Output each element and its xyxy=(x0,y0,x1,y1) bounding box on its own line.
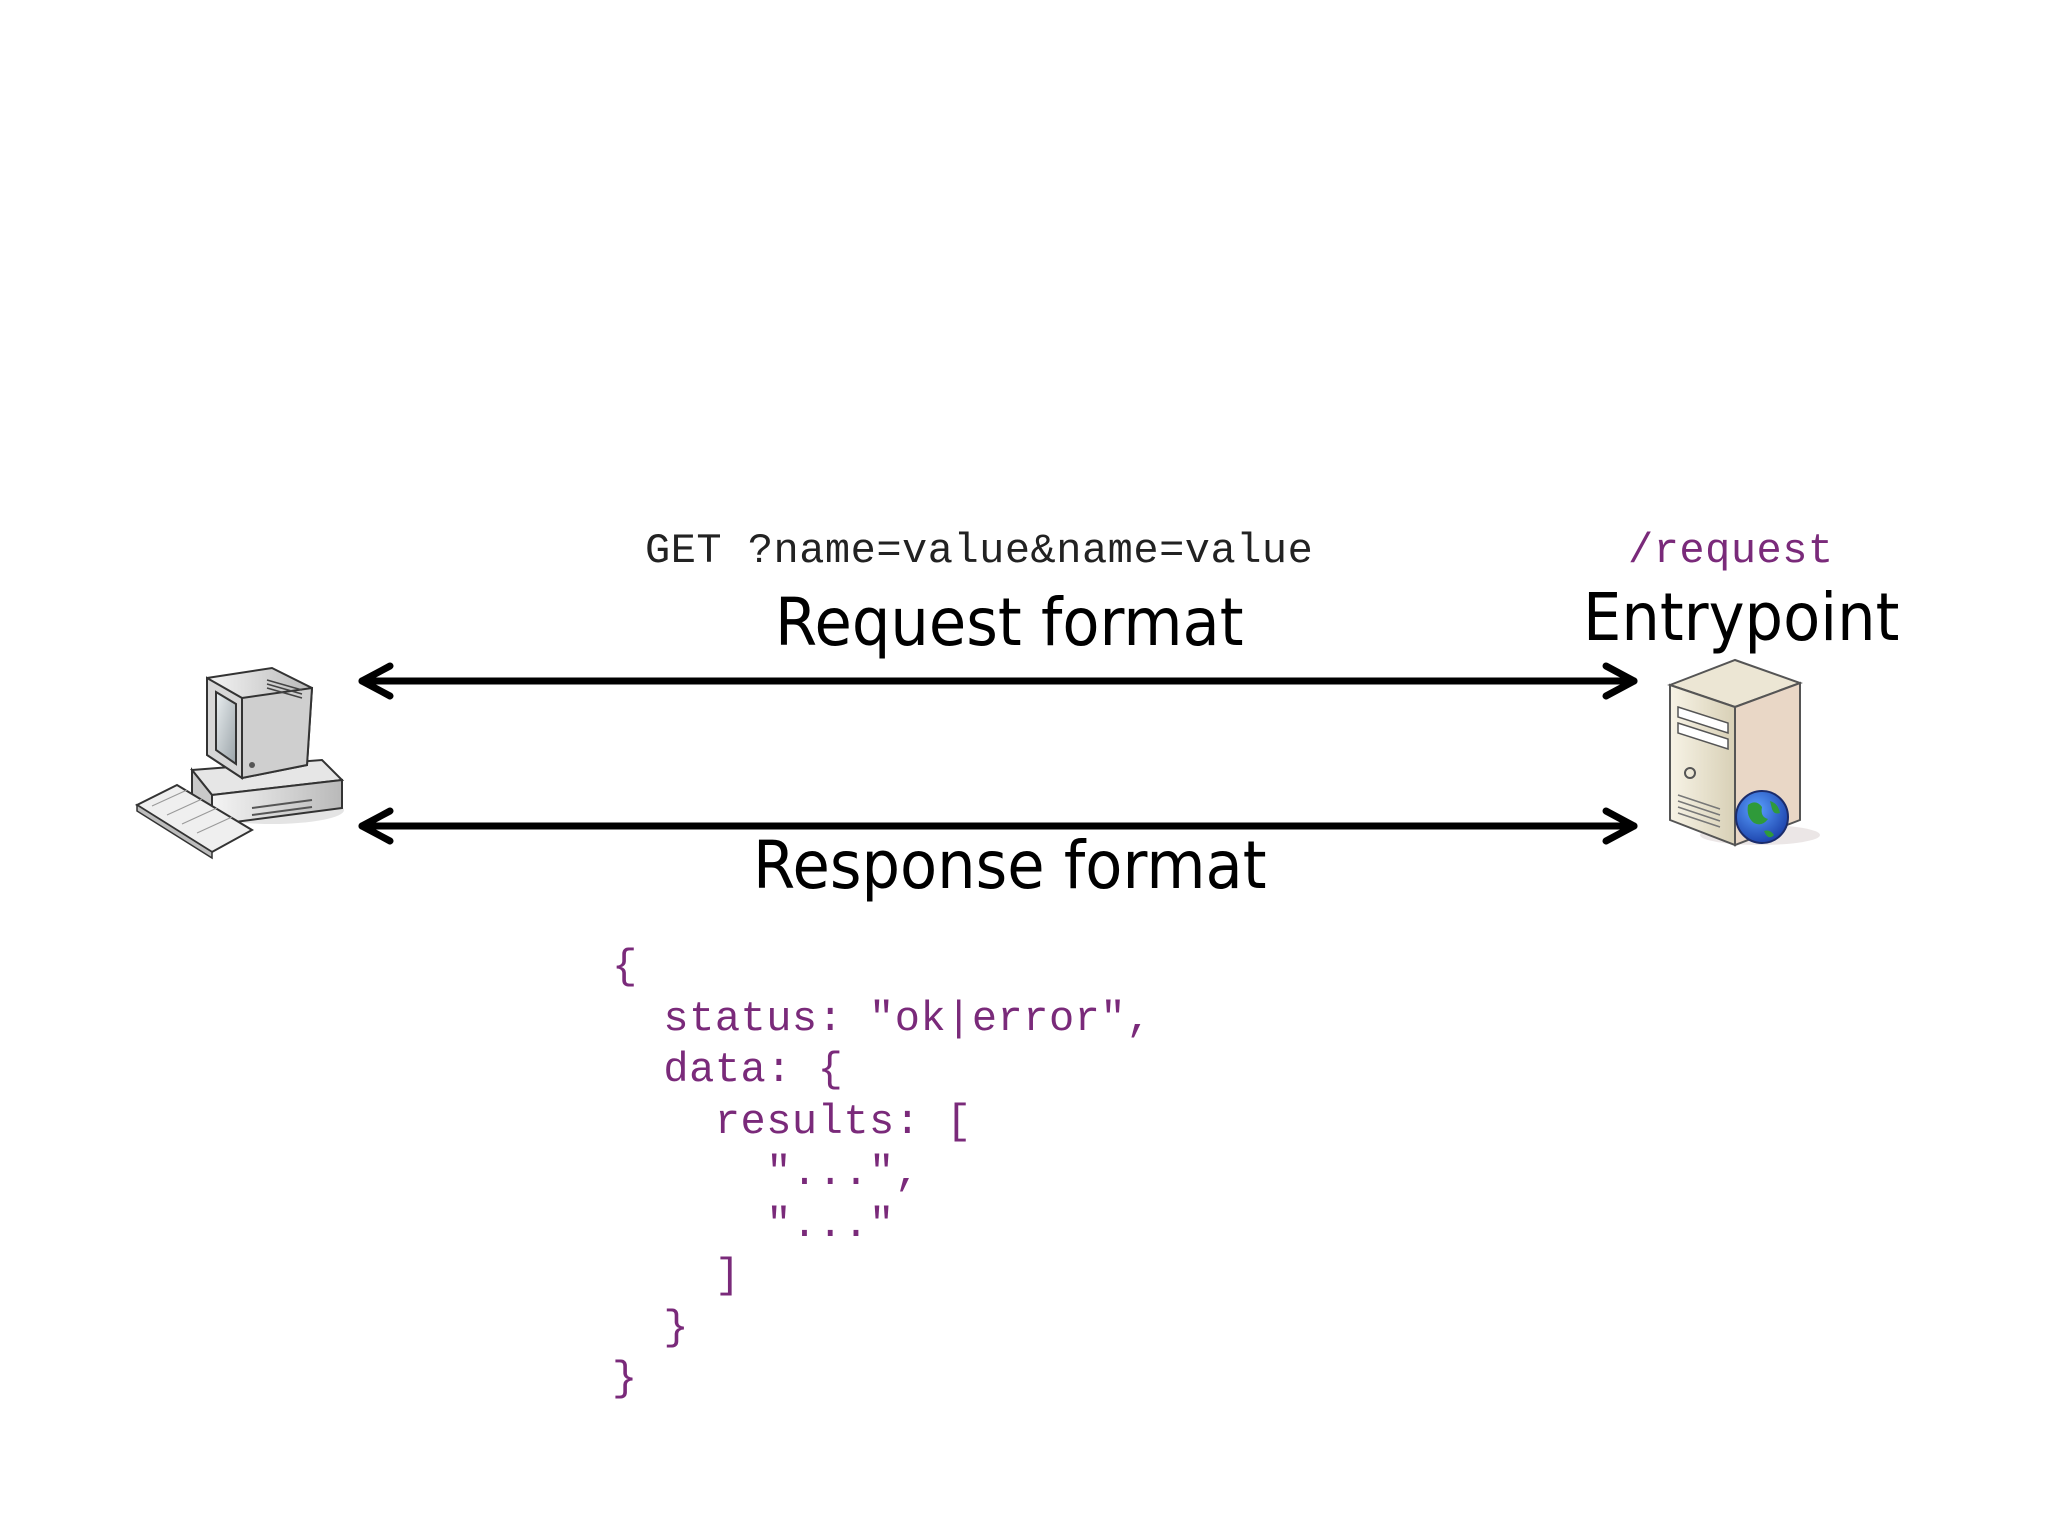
json-line: } xyxy=(612,1355,638,1403)
entrypoint-label: Entrypoint xyxy=(1583,579,1900,656)
json-line: data: { xyxy=(612,1046,844,1094)
server-icon xyxy=(1660,655,1840,855)
json-line: results: [ xyxy=(612,1097,972,1146)
response-format-label: Response format xyxy=(753,827,1267,904)
web-server-icon xyxy=(1667,658,1820,847)
response-arrow xyxy=(358,807,1638,845)
json-line: } xyxy=(612,1303,690,1352)
desktop-computer-icon xyxy=(134,666,345,860)
request-format-label: Request format xyxy=(775,584,1244,661)
json-line: { xyxy=(612,943,638,991)
json-line: "...", xyxy=(612,1149,921,1197)
request-arrow xyxy=(358,662,1638,700)
request-method-line: GET ?name=value&name=value xyxy=(645,527,1314,575)
response-json-example: { status: "ok|error", data: { results: [… xyxy=(612,942,1152,1406)
json-line: "..." xyxy=(612,1200,895,1249)
json-line: status: "ok|error", xyxy=(612,994,1152,1043)
json-line: ] xyxy=(612,1252,741,1300)
client-computer-icon xyxy=(132,660,352,860)
endpoint-path: /request xyxy=(1628,527,1834,575)
